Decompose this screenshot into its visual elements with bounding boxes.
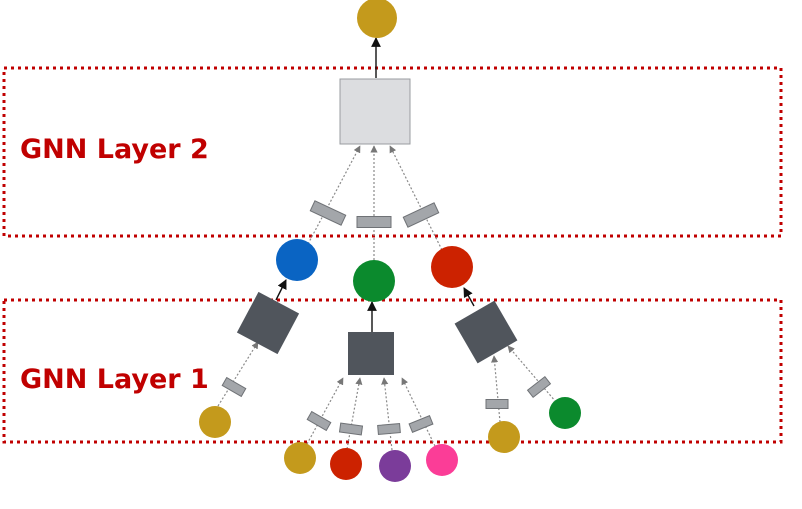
node-pink xyxy=(426,444,458,476)
message-box xyxy=(306,410,332,432)
node-red xyxy=(330,448,362,480)
edge-gold-to-left-agg xyxy=(217,341,259,407)
aggregator-root xyxy=(339,78,411,145)
edge-pink-to-mid-agg xyxy=(401,377,436,447)
edge-gold-to-right-agg xyxy=(491,355,501,423)
message-box xyxy=(408,415,434,433)
message-box xyxy=(402,202,440,228)
message-box xyxy=(356,216,392,228)
node-blue xyxy=(276,239,318,281)
node-gold xyxy=(488,421,520,453)
message-box xyxy=(485,399,509,409)
edge-gold-to-mid-agg xyxy=(306,377,344,445)
message-box xyxy=(526,375,552,399)
message-box xyxy=(309,200,347,226)
message-box xyxy=(221,376,247,398)
edge-purple-to-mid-agg xyxy=(381,377,393,451)
arrow-right-agg-to-red xyxy=(463,287,475,307)
layer-2-box xyxy=(2,66,783,238)
edge-green-to-right-agg xyxy=(507,345,557,403)
arrow-left-agg-to-blue xyxy=(275,279,287,301)
edge-red-to-root xyxy=(389,145,443,251)
layer-2-label: GNN Layer 2 xyxy=(20,134,209,165)
node-red xyxy=(431,246,473,288)
node-output xyxy=(357,0,397,38)
aggregator-left xyxy=(236,291,300,355)
node-purple xyxy=(379,450,411,482)
layer-1-label: GNN Layer 1 xyxy=(20,364,209,395)
edge-red-to-mid-agg xyxy=(346,377,363,450)
aggregator-right xyxy=(454,300,518,364)
aggregator-middle xyxy=(348,332,394,375)
edge-blue-to-root xyxy=(307,145,361,245)
node-green xyxy=(549,397,581,429)
layer-1-box xyxy=(2,298,783,444)
node-gold xyxy=(199,406,231,438)
node-green xyxy=(353,260,395,302)
message-box xyxy=(338,422,364,436)
message-box xyxy=(377,423,401,435)
node-gold xyxy=(284,442,316,474)
